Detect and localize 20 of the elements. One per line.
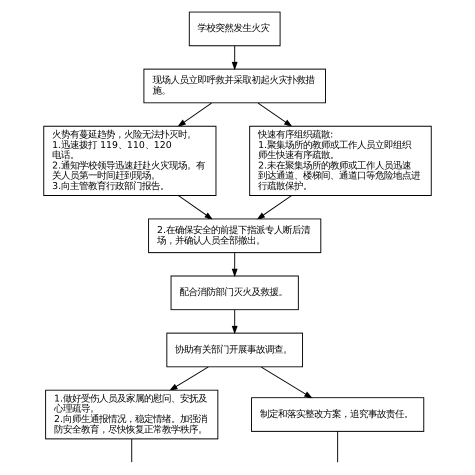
node-box: 1.做好受伤人员及家属的慰问、安抚及心理疏导。 2.向师生通报情况，稳定情绪。加强消防安全教育，尽快恢复正常教学秩序。	[45, 390, 218, 440]
arrow	[257, 102, 292, 127]
node-box: 制定和落实整改方案，追究事故责任。	[251, 397, 424, 432]
arrow	[232, 309, 238, 334]
arrow	[169, 366, 209, 391]
arrow	[256, 195, 292, 220]
node-box: 现场人员立即呼救并采取初起火灾扑救措施。	[143, 68, 326, 104]
node-box: 学校突然发生火灾	[188, 12, 281, 46]
node-box: 协助有关部门开展事故调查。	[166, 332, 304, 368]
connector	[131, 438, 132, 463]
node-box: 2.在确保安全的前提下指派专人断后清场，并确认人员全部撤出。	[148, 218, 322, 254]
arrow	[232, 45, 238, 70]
connector	[337, 431, 338, 463]
node-box: 配合消防部门灭火及救援。	[170, 276, 299, 310]
arrow	[260, 366, 313, 398]
arrow	[177, 102, 212, 127]
node-box: 火势有蔓延趋势，火险无法扑灭时。 1.迅速拨打 119、110、120 电话。 2.通知学校领导迅速赶赴火灾现场。有关人员第一时间赶到现场。 3.向主管教育行政部门报告。	[43, 126, 216, 196]
node-box: 快速有序组织疏散: 1.聚集场所的教师或工作人员立即组织师生快速有序疏散。 2.未在聚集场所的教师或工作人员迅速到达通道、楼梯间、通道口等危险地点进行疏散保护。	[249, 126, 432, 196]
arrow	[178, 195, 213, 220]
arrow	[232, 252, 238, 278]
